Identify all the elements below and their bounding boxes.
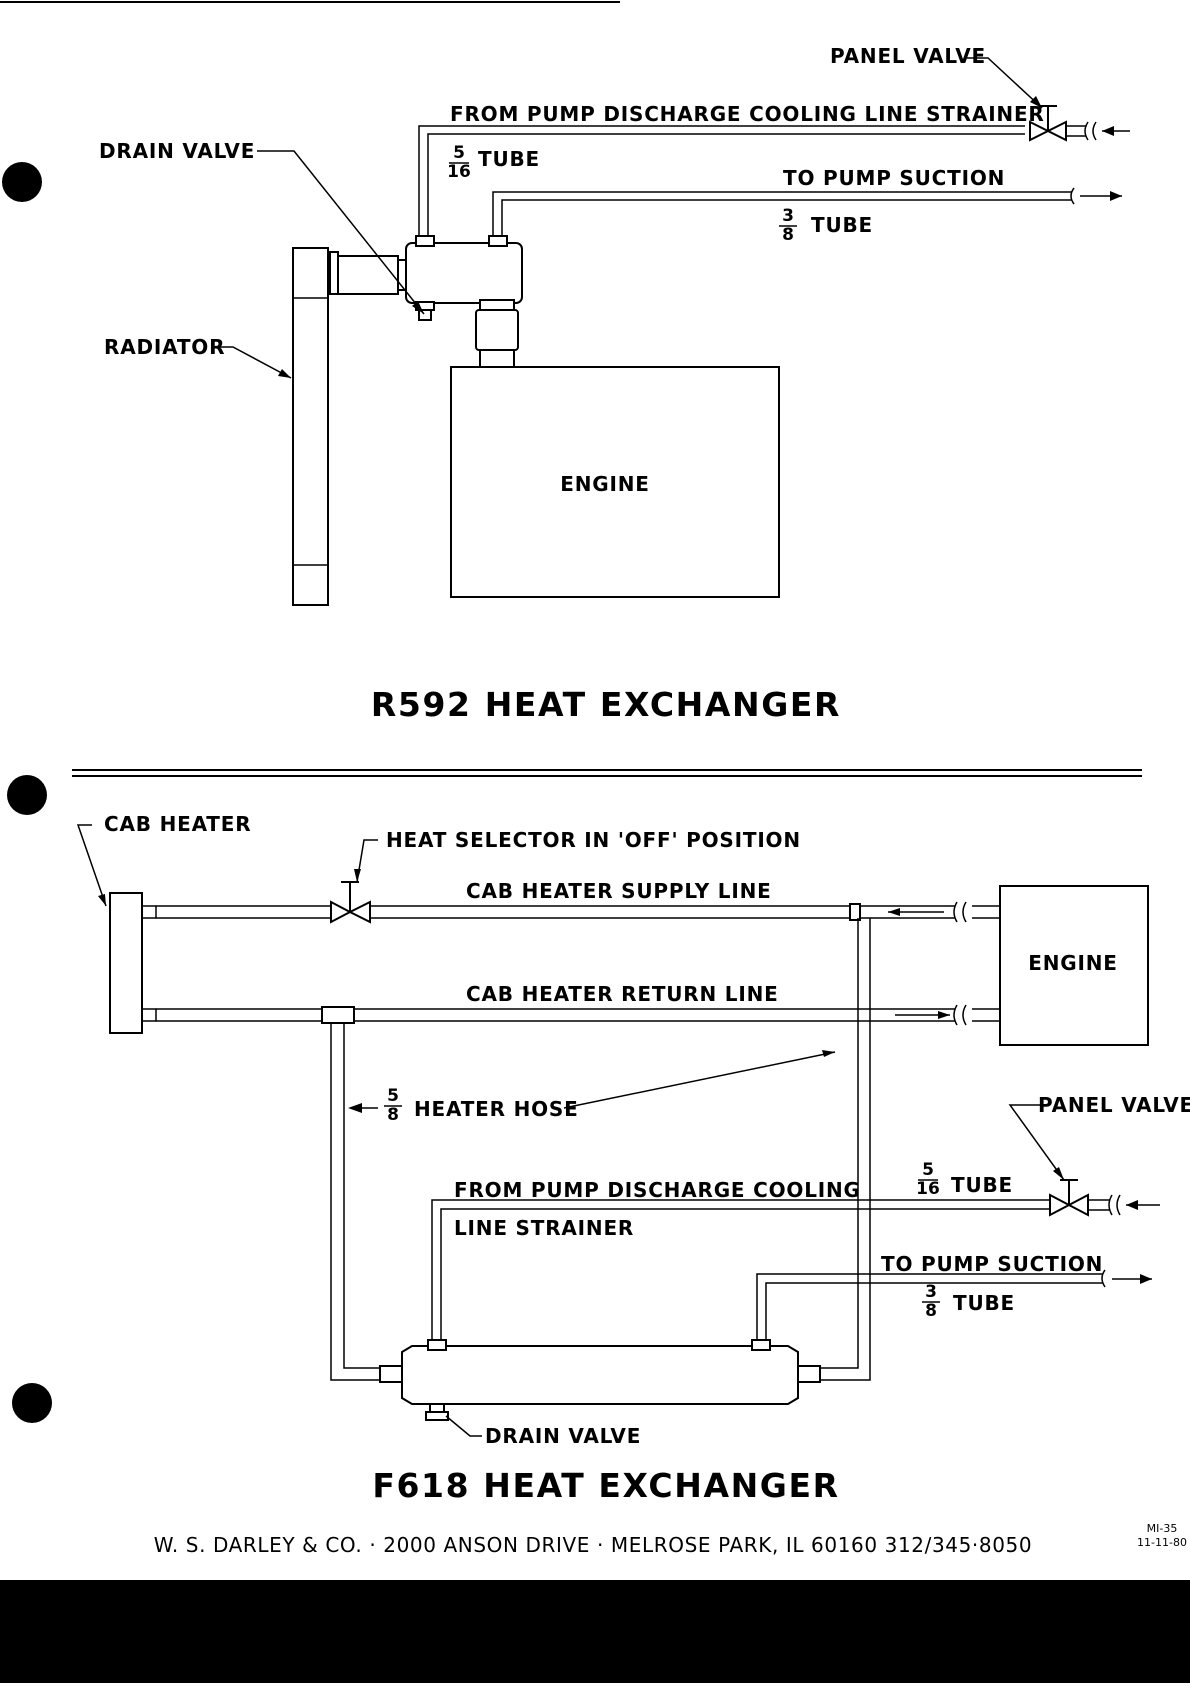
company-address: W. S. DARLEY & CO. · 2000 ANSON DRIVE · …	[154, 1533, 1032, 1557]
f618-fraction-numerator: 5	[922, 1160, 934, 1180]
return-line	[354, 1008, 955, 1022]
return-line-label: CAB HEATER RETURN LINE	[466, 982, 779, 1006]
f618-from-pump-label-2: LINE STRAINER	[454, 1216, 634, 1240]
radiator	[292, 247, 329, 606]
r592-fraction-numerator-3: 3	[782, 206, 794, 226]
cab-heater-leader	[76, 824, 107, 907]
f618-diagram: CAB HEATER HEAT SELECTOR IN 'OFF' POSITI…	[76, 812, 1190, 1448]
r592-fraction-denominator: 16	[447, 162, 471, 182]
f618-title: F618 HEAT EXCHANGER	[372, 1466, 839, 1505]
f618-drain-valve-label: DRAIN VALVE	[485, 1424, 641, 1448]
r592-tube-3-8-label: TUBE	[811, 213, 873, 237]
f618-cooling-line	[431, 1199, 1050, 1340]
f618-tube-3-8-label: TUBE	[953, 1291, 1015, 1315]
binder-hole	[2, 162, 42, 202]
f618-fraction-numerator-3: 3	[925, 1282, 937, 1302]
heat-selector-leader	[356, 839, 378, 883]
heater-hose-left	[330, 1023, 380, 1381]
f618-fraction-denominator-8: 8	[925, 1301, 937, 1321]
r592-fraction-denominator-8: 8	[782, 225, 794, 245]
heater-hose-right	[820, 918, 871, 1381]
r592-drain-valve-label: DRAIN VALVE	[99, 139, 255, 163]
r592-drain-valve-leader	[257, 150, 425, 315]
f618-heat-exchanger	[401, 1345, 799, 1405]
r592-panel-valve-leader	[967, 57, 1043, 109]
radiator-leader	[213, 346, 292, 379]
heat-selector-valve	[330, 900, 353, 924]
r592-diagram: PANEL VALVE FROM PUMP DISCHARGE COOLING …	[99, 44, 1130, 606]
f618-panel-valve	[1049, 1193, 1072, 1217]
heater-hose-fraction-numerator: 5	[387, 1086, 399, 1106]
r592-tube-5-16-label: TUBE	[478, 147, 540, 171]
r592-engine	[450, 366, 780, 598]
heat-selector-label: HEAT SELECTOR IN 'OFF' POSITION	[386, 828, 801, 852]
heater-hose-fraction-denominator: 8	[387, 1105, 399, 1125]
heater-hose-leader	[563, 1051, 836, 1109]
r592-title: R592 HEAT EXCHANGER	[371, 685, 841, 724]
doc-code: MI-35	[1147, 1522, 1178, 1535]
f618-tube-5-16-label: TUBE	[951, 1173, 1013, 1197]
r592-engine-label: ENGINE	[560, 472, 649, 496]
f618-engine	[999, 885, 1149, 1046]
f618-panel-valve-leader	[1008, 1104, 1065, 1181]
f618-from-pump-label-1: FROM PUMP DISCHARGE COOLING	[454, 1178, 861, 1202]
binder-hole	[12, 1383, 52, 1423]
r592-heat-exchanger	[405, 242, 523, 304]
f618-to-pump-suction-label: TO PUMP SUCTION	[881, 1252, 1103, 1276]
f618-drain-valve	[425, 1411, 449, 1421]
r592-panel-valve	[1029, 120, 1051, 142]
supply-line-left	[156, 905, 330, 919]
doc-date: 11-11-80	[1137, 1536, 1187, 1549]
radiator-label: RADIATOR	[104, 335, 225, 359]
cab-heater-label: CAB HEATER	[104, 812, 251, 836]
r592-cooling-line	[418, 125, 1025, 236]
scan-black-band	[0, 1580, 1190, 1683]
f618-fraction-denominator: 16	[916, 1179, 940, 1199]
supply-line	[370, 905, 857, 919]
r592-from-pump-label: FROM PUMP DISCHARGE COOLING LINE STRAINE…	[450, 102, 1045, 126]
heater-hose-label: HEATER HOSE	[414, 1097, 579, 1121]
f618-suction-line	[756, 1273, 1103, 1340]
f618-panel-valve-label: PANEL VALVE	[1038, 1093, 1190, 1117]
cab-heater	[109, 892, 143, 1034]
f618-drain-valve-leader	[445, 1415, 482, 1437]
r592-panel-valve-label: PANEL VALVE	[830, 44, 986, 68]
r592-suction-line	[492, 191, 1072, 236]
r592-fraction-numerator: 5	[453, 143, 465, 163]
f618-engine-label: ENGINE	[1028, 951, 1117, 975]
binder-hole	[7, 775, 47, 815]
supply-line-label: CAB HEATER SUPPLY LINE	[466, 879, 772, 903]
r592-to-pump-suction-label: TO PUMP SUCTION	[783, 166, 1005, 190]
return-line-left	[156, 1008, 322, 1022]
